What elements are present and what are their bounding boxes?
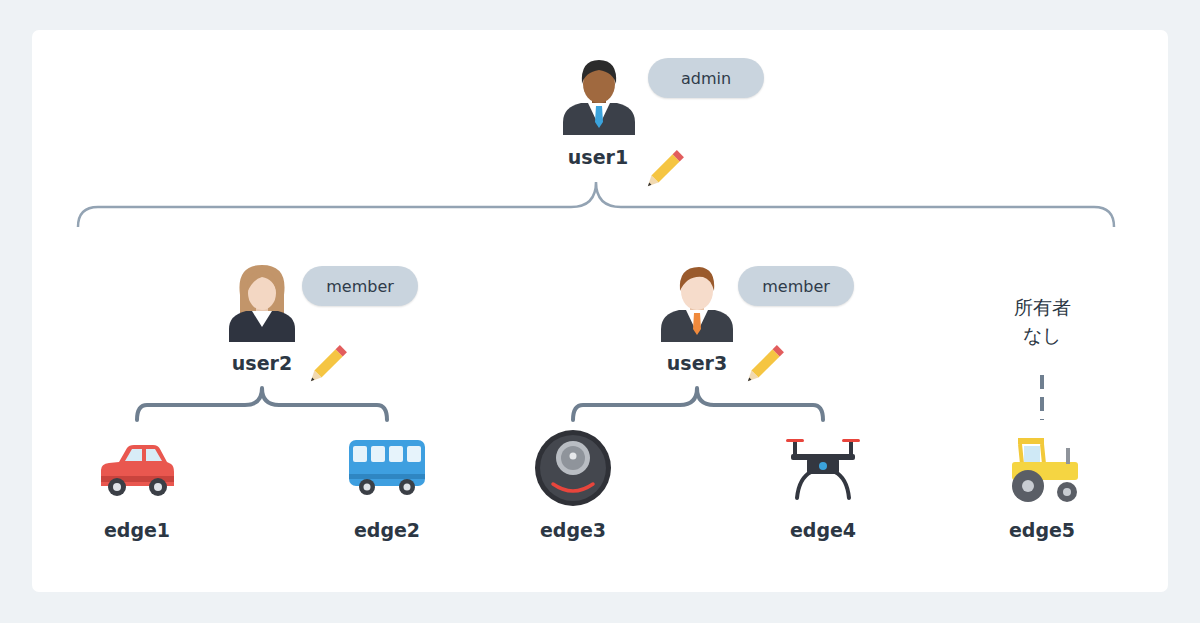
pencil-icon — [744, 345, 784, 385]
bus-icon — [349, 440, 425, 495]
pencil-icon — [307, 345, 347, 385]
bracket — [78, 182, 1114, 227]
user-name: user3 — [667, 352, 727, 374]
dashed-line — [1040, 375, 1044, 420]
card — [32, 30, 1168, 592]
person-icon — [229, 265, 295, 342]
role-badge: admin — [648, 58, 764, 98]
car-icon — [101, 445, 174, 496]
person-icon — [661, 267, 733, 342]
role-text: admin — [681, 69, 731, 88]
user-name: user2 — [232, 352, 292, 374]
device-name: edge5 — [1009, 519, 1075, 541]
role-text: member — [326, 277, 394, 296]
tractor-icon — [1012, 438, 1078, 502]
drone-icon — [786, 439, 860, 498]
user-name: user1 — [568, 146, 628, 168]
role-badge: member — [302, 266, 418, 306]
role-badge: member — [738, 266, 854, 306]
device-name: edge2 — [354, 519, 420, 541]
device-name: edge4 — [790, 519, 856, 541]
vacuum-robot-icon — [535, 430, 611, 506]
owner-note: 所有者 なし — [1006, 293, 1078, 350]
bracket — [137, 388, 387, 420]
device-name: edge1 — [104, 519, 170, 541]
person-icon — [563, 60, 635, 135]
bracket — [573, 388, 823, 420]
role-text: member — [762, 277, 830, 296]
pencil-icon — [644, 150, 684, 190]
device-name: edge3 — [540, 519, 606, 541]
